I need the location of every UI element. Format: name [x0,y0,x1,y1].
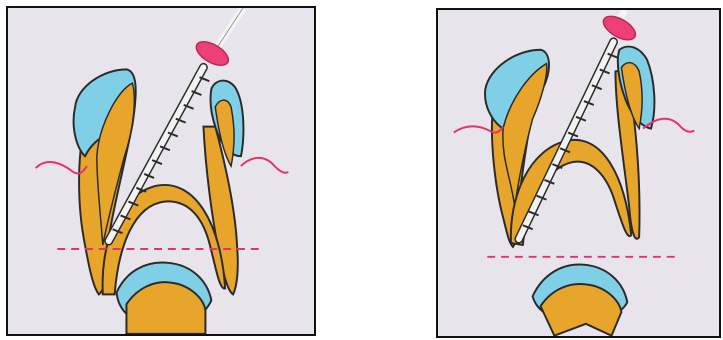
right-canal-arch [511,140,631,245]
right-panel [436,8,721,338]
right-diagram [438,10,719,336]
left-diagram [8,8,314,334]
left-gum-line-distal [241,158,288,173]
left-panel [6,6,316,336]
left-rubber-stopper-icon [192,37,232,70]
